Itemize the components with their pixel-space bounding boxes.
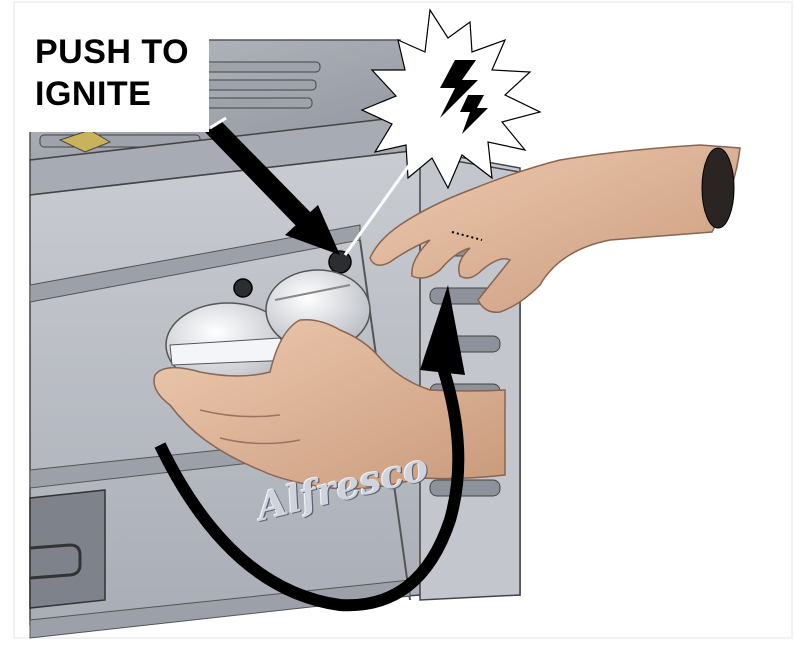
instruction-line-2: IGNITE <box>35 73 209 115</box>
instruction-label: PUSH TO IGNITE <box>29 25 209 132</box>
instruction-line-1: PUSH TO <box>35 31 209 73</box>
ignite-button-left <box>234 279 252 297</box>
ignite-button-right <box>329 251 351 273</box>
